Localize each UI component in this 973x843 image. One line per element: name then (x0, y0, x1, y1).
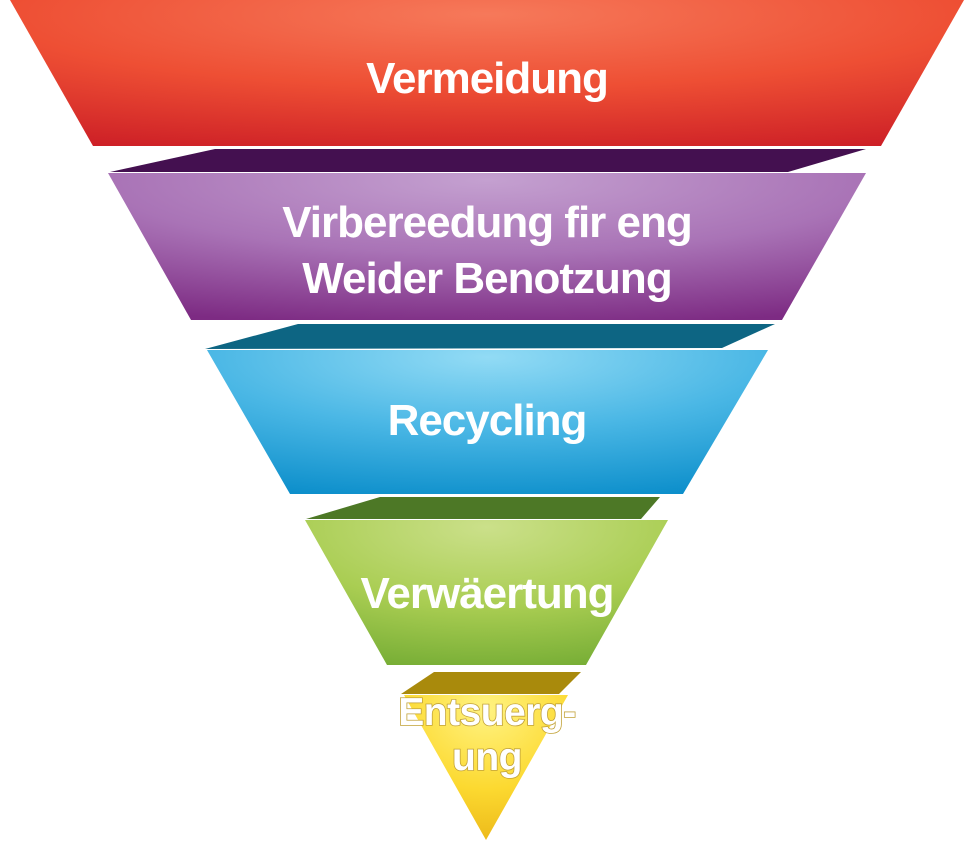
level-3-band (207, 350, 768, 494)
level-5-label-line-1: Entsuerg- (398, 691, 576, 734)
level-2-band (108, 173, 866, 320)
level-1-band (10, 0, 964, 146)
level-5-band (404, 695, 568, 840)
level-4-fold (306, 497, 660, 519)
level-5-fold (401, 672, 581, 694)
level-3-label: Recycling (388, 396, 587, 445)
level-1-label: Vermeidung (366, 54, 608, 103)
level-2-label-line-1: Virbereedung fir eng (282, 198, 692, 247)
level-4-band (305, 520, 668, 665)
level-4-label: Verwäertung (360, 569, 613, 618)
level-3-fold (205, 324, 775, 349)
level-2-label-line-2: Weider Benotzung (302, 254, 671, 303)
level-2-fold (110, 149, 866, 172)
level-5-label-line-2: ung (452, 736, 522, 779)
